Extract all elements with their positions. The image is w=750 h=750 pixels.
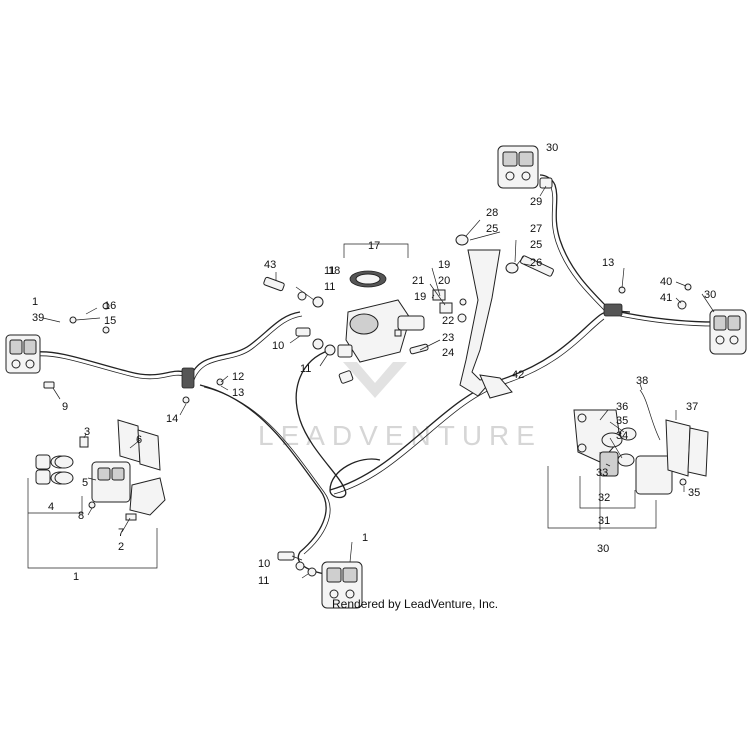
callout-26: 26: [530, 257, 542, 269]
callout-22: 22: [442, 315, 454, 327]
callout-9: 9: [62, 401, 68, 413]
callout-31: 31: [598, 515, 610, 527]
callout-13: 13: [232, 387, 244, 399]
callout-39: 39: [32, 312, 44, 324]
callout-40: 40: [660, 276, 672, 288]
bottom-caliper: [277, 551, 363, 609]
callout-43: 43: [264, 259, 276, 271]
callout-12: 12: [232, 371, 244, 383]
callout-28: 28: [486, 207, 498, 219]
callout-38: 38: [636, 375, 648, 387]
callout-10: 10: [272, 340, 284, 352]
left-caliper-assembly: [5, 334, 41, 374]
callout-30-right: 30: [704, 289, 716, 301]
callout-19-lower: 19: [414, 291, 426, 303]
brake-hoses: [35, 174, 716, 576]
credit-text: Rendered by LeadVenture, Inc.: [332, 597, 498, 611]
callout-17: 17: [368, 240, 380, 252]
group-bracket-left: [27, 478, 158, 569]
callout-25-right: 25: [530, 239, 542, 251]
callout-35: 35: [616, 415, 628, 427]
callout-1-group: 1: [73, 571, 79, 583]
callout-1: 1: [32, 296, 38, 308]
callout-16: 16: [104, 300, 116, 312]
callout-36: 36: [616, 401, 628, 413]
callout-3: 3: [84, 426, 90, 438]
callout-8: 8: [78, 510, 84, 522]
clevis-hardware: [394, 289, 467, 355]
callout-23: 23: [442, 332, 454, 344]
callout-10-bottom: 10: [258, 558, 270, 570]
callout-labels: 1 39 16 15 9 3 6 5 4 8 7 2 1 14 12 13 10…: [32, 142, 716, 587]
callout-19: 19: [438, 259, 450, 271]
bleeder-fittings-15-16: [69, 302, 110, 334]
callout-6: 6: [136, 434, 142, 446]
banjo-bolts-master: [263, 276, 336, 356]
callout-27: 27: [530, 223, 542, 235]
callout-7: 7: [118, 527, 124, 539]
callout-11-bottom: 11: [258, 575, 269, 587]
callout-21: 21: [412, 275, 424, 287]
watermark: LEADVENTURE: [258, 362, 542, 451]
bolt-9: [43, 381, 55, 389]
callout-33: 33: [596, 467, 608, 479]
callout-20: 20: [438, 275, 450, 287]
callout-42: 42: [512, 369, 524, 381]
callout-2: 2: [118, 541, 124, 553]
right-side-caliper: [677, 283, 747, 355]
callout-30-group: 30: [597, 543, 609, 555]
master-cylinder: [337, 243, 425, 384]
callout-34: 34: [616, 430, 628, 442]
brake-pedal: [455, 234, 554, 399]
callout-4: 4: [48, 501, 54, 513]
right-top-caliper: [497, 145, 553, 189]
callout-30-top: 30: [546, 142, 558, 154]
callout-35-right: 35: [688, 487, 700, 499]
callout-24: 24: [442, 347, 454, 359]
callout-14: 14: [166, 413, 178, 425]
caliper-kit-left: [35, 419, 166, 521]
callout-1-bottom: 1: [362, 532, 368, 544]
watermark-text: LEADVENTURE: [258, 420, 542, 451]
callout-32: 32: [598, 492, 610, 504]
callout-37: 37: [686, 401, 698, 413]
callout-41: 41: [660, 292, 672, 304]
junction-clip-right: [603, 286, 626, 317]
callout-25: 25: [486, 223, 498, 235]
callout-15: 15: [104, 315, 116, 327]
callout-18: 18: [328, 265, 340, 277]
callout-11-lower: 11: [300, 363, 311, 375]
callout-11-upper: 11: [324, 281, 335, 293]
caliper-kit-right: [547, 389, 709, 530]
callout-13-right: 13: [602, 257, 614, 269]
callout-29: 29: [530, 196, 542, 208]
junction-clips-center: [181, 367, 224, 404]
callout-5: 5: [82, 477, 88, 489]
leader-lines: [42, 185, 715, 579]
callout-11-top: 11: [324, 265, 335, 277]
